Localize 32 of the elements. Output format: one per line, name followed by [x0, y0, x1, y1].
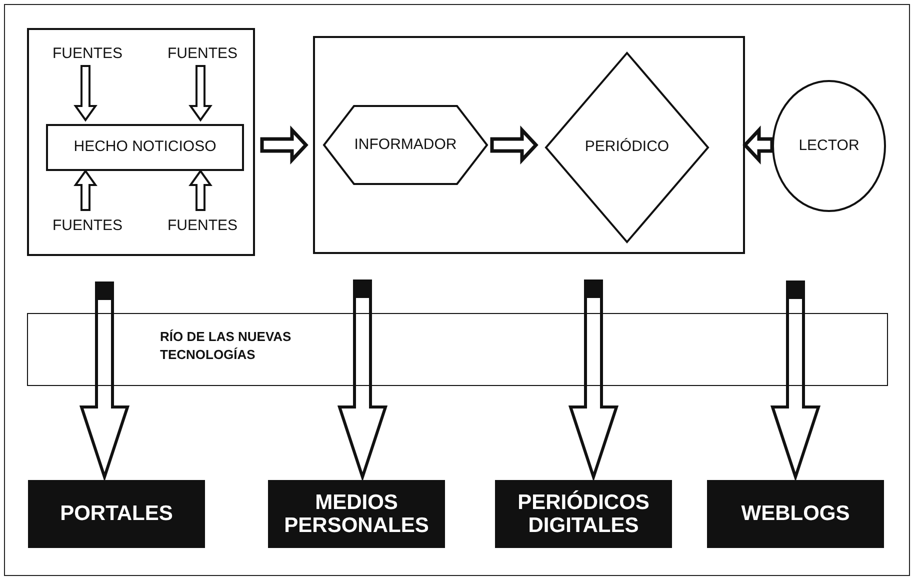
block-arrow: [188, 65, 212, 122]
node-label: INFORMADOR: [354, 136, 457, 154]
group-box: [27, 28, 255, 256]
block-arrow: [74, 169, 98, 211]
block-arrow: [742, 126, 774, 164]
node-label: PERIÓDICOS DIGITALES: [516, 490, 650, 538]
block-arrow: [337, 280, 388, 482]
node-label: WEBLOGS: [741, 502, 850, 526]
block-arrow: [74, 65, 98, 122]
block-arrow: [188, 169, 212, 211]
node-label: PERIÓDICO: [584, 139, 670, 156]
band: [27, 313, 888, 386]
block-arrow: [79, 282, 130, 482]
node-label: MEDIOS PERSONALES: [283, 490, 430, 538]
block-arrow: [568, 280, 619, 482]
node-label: PORTALES: [60, 502, 173, 526]
output-box: [268, 480, 445, 548]
node-label: HECHO NOTICIOSO: [74, 139, 216, 156]
output-box: [495, 480, 672, 548]
block-arrow: [490, 126, 538, 164]
process-box: [46, 124, 244, 171]
node-label: LECTOR: [798, 138, 860, 154]
block-arrow: [260, 126, 308, 164]
node-label: FUENTES: [167, 218, 238, 234]
block-arrow: [770, 280, 821, 482]
node-label: FUENTES: [52, 218, 122, 234]
output-box: [707, 480, 884, 548]
group-box: [313, 36, 745, 254]
output-box: [28, 480, 205, 548]
node-label: FUENTES: [167, 46, 238, 62]
node-label: FUENTES: [52, 46, 122, 62]
band-label: RÍO DE LAS NUEVAS TECNOLOGÍAS: [160, 328, 292, 364]
